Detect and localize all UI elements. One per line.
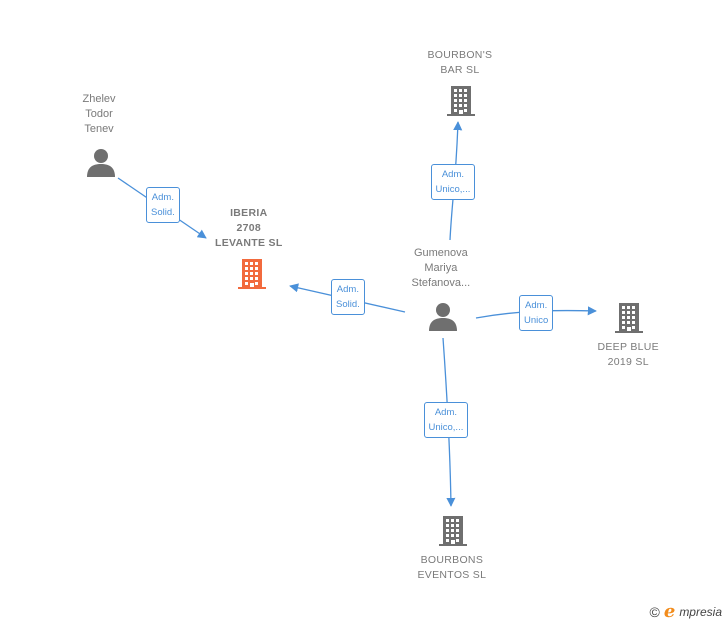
node-label-line: Gumenova (413, 246, 468, 259)
edge-label-line: Unico,... (435, 184, 471, 195)
edge-label-line: Solid. (151, 207, 175, 218)
node-label-line: DEEP BLUE (597, 341, 659, 353)
node-label-bourbons-bar[interactable]: BOURBON'S BAR SL (428, 48, 493, 78)
edge-label-line: Adm. (336, 284, 359, 295)
edge-label-line: Unico,... (428, 422, 464, 433)
node-label-line: 2019 SL (607, 356, 649, 368)
edge-gumenova-bourbons-eventos-label[interactable]: Adm. Unico,... (423, 402, 469, 438)
person-icon[interactable] (86, 147, 116, 182)
brand-name: mpresia (679, 604, 722, 619)
edge-gumenova-deep-blue-label[interactable]: Adm. Unico (519, 295, 554, 331)
edge-label-line: Adm. (525, 300, 548, 311)
building-icon[interactable] (236, 258, 268, 295)
edge-gumenova-iberia-label[interactable]: Adm. Solid. (331, 279, 365, 315)
edge-label-line: Solid. (336, 299, 360, 310)
edge-label-line: Adm. (441, 169, 465, 180)
node-label-line: Tenev (84, 122, 114, 135)
building-icon[interactable] (437, 515, 469, 552)
person-icon[interactable] (428, 301, 458, 336)
node-label-line: LEVANTE SL (215, 236, 283, 249)
node-label-line: BOURBONS (420, 554, 484, 566)
copyright-symbol: © (649, 603, 660, 620)
edge-gumenova-bourbons-bar-label[interactable]: Adm. Unico,... (430, 164, 476, 200)
edge-label-line: Adm. (151, 192, 174, 203)
node-label-line: Zhelev (82, 92, 116, 105)
node-label-line: Mariya (424, 261, 458, 274)
node-label-line: IBERIA (230, 206, 268, 219)
node-label-line: 2708 (236, 221, 262, 234)
edge-label-line: Adm. (434, 407, 458, 418)
building-icon[interactable] (613, 302, 645, 339)
node-label-deep-blue[interactable]: DEEP BLUE 2019 SL (598, 340, 659, 370)
node-label-line: EVENTOS SL (417, 569, 487, 581)
node-label-line: Todor (85, 107, 113, 120)
node-label-line: BAR SL (440, 64, 480, 76)
edge-label-line: Unico (524, 315, 549, 326)
node-label-line: Stefanova... (411, 276, 471, 289)
node-label-bourbons-eventos[interactable]: BOURBONS EVENTOS SL (418, 553, 487, 583)
edge-zhelev-iberia-label[interactable]: Adm. Solid. (146, 187, 180, 223)
brand-initial: e (663, 601, 676, 622)
building-icon[interactable] (445, 85, 477, 122)
node-label-line: BOURBON'S (427, 49, 493, 61)
